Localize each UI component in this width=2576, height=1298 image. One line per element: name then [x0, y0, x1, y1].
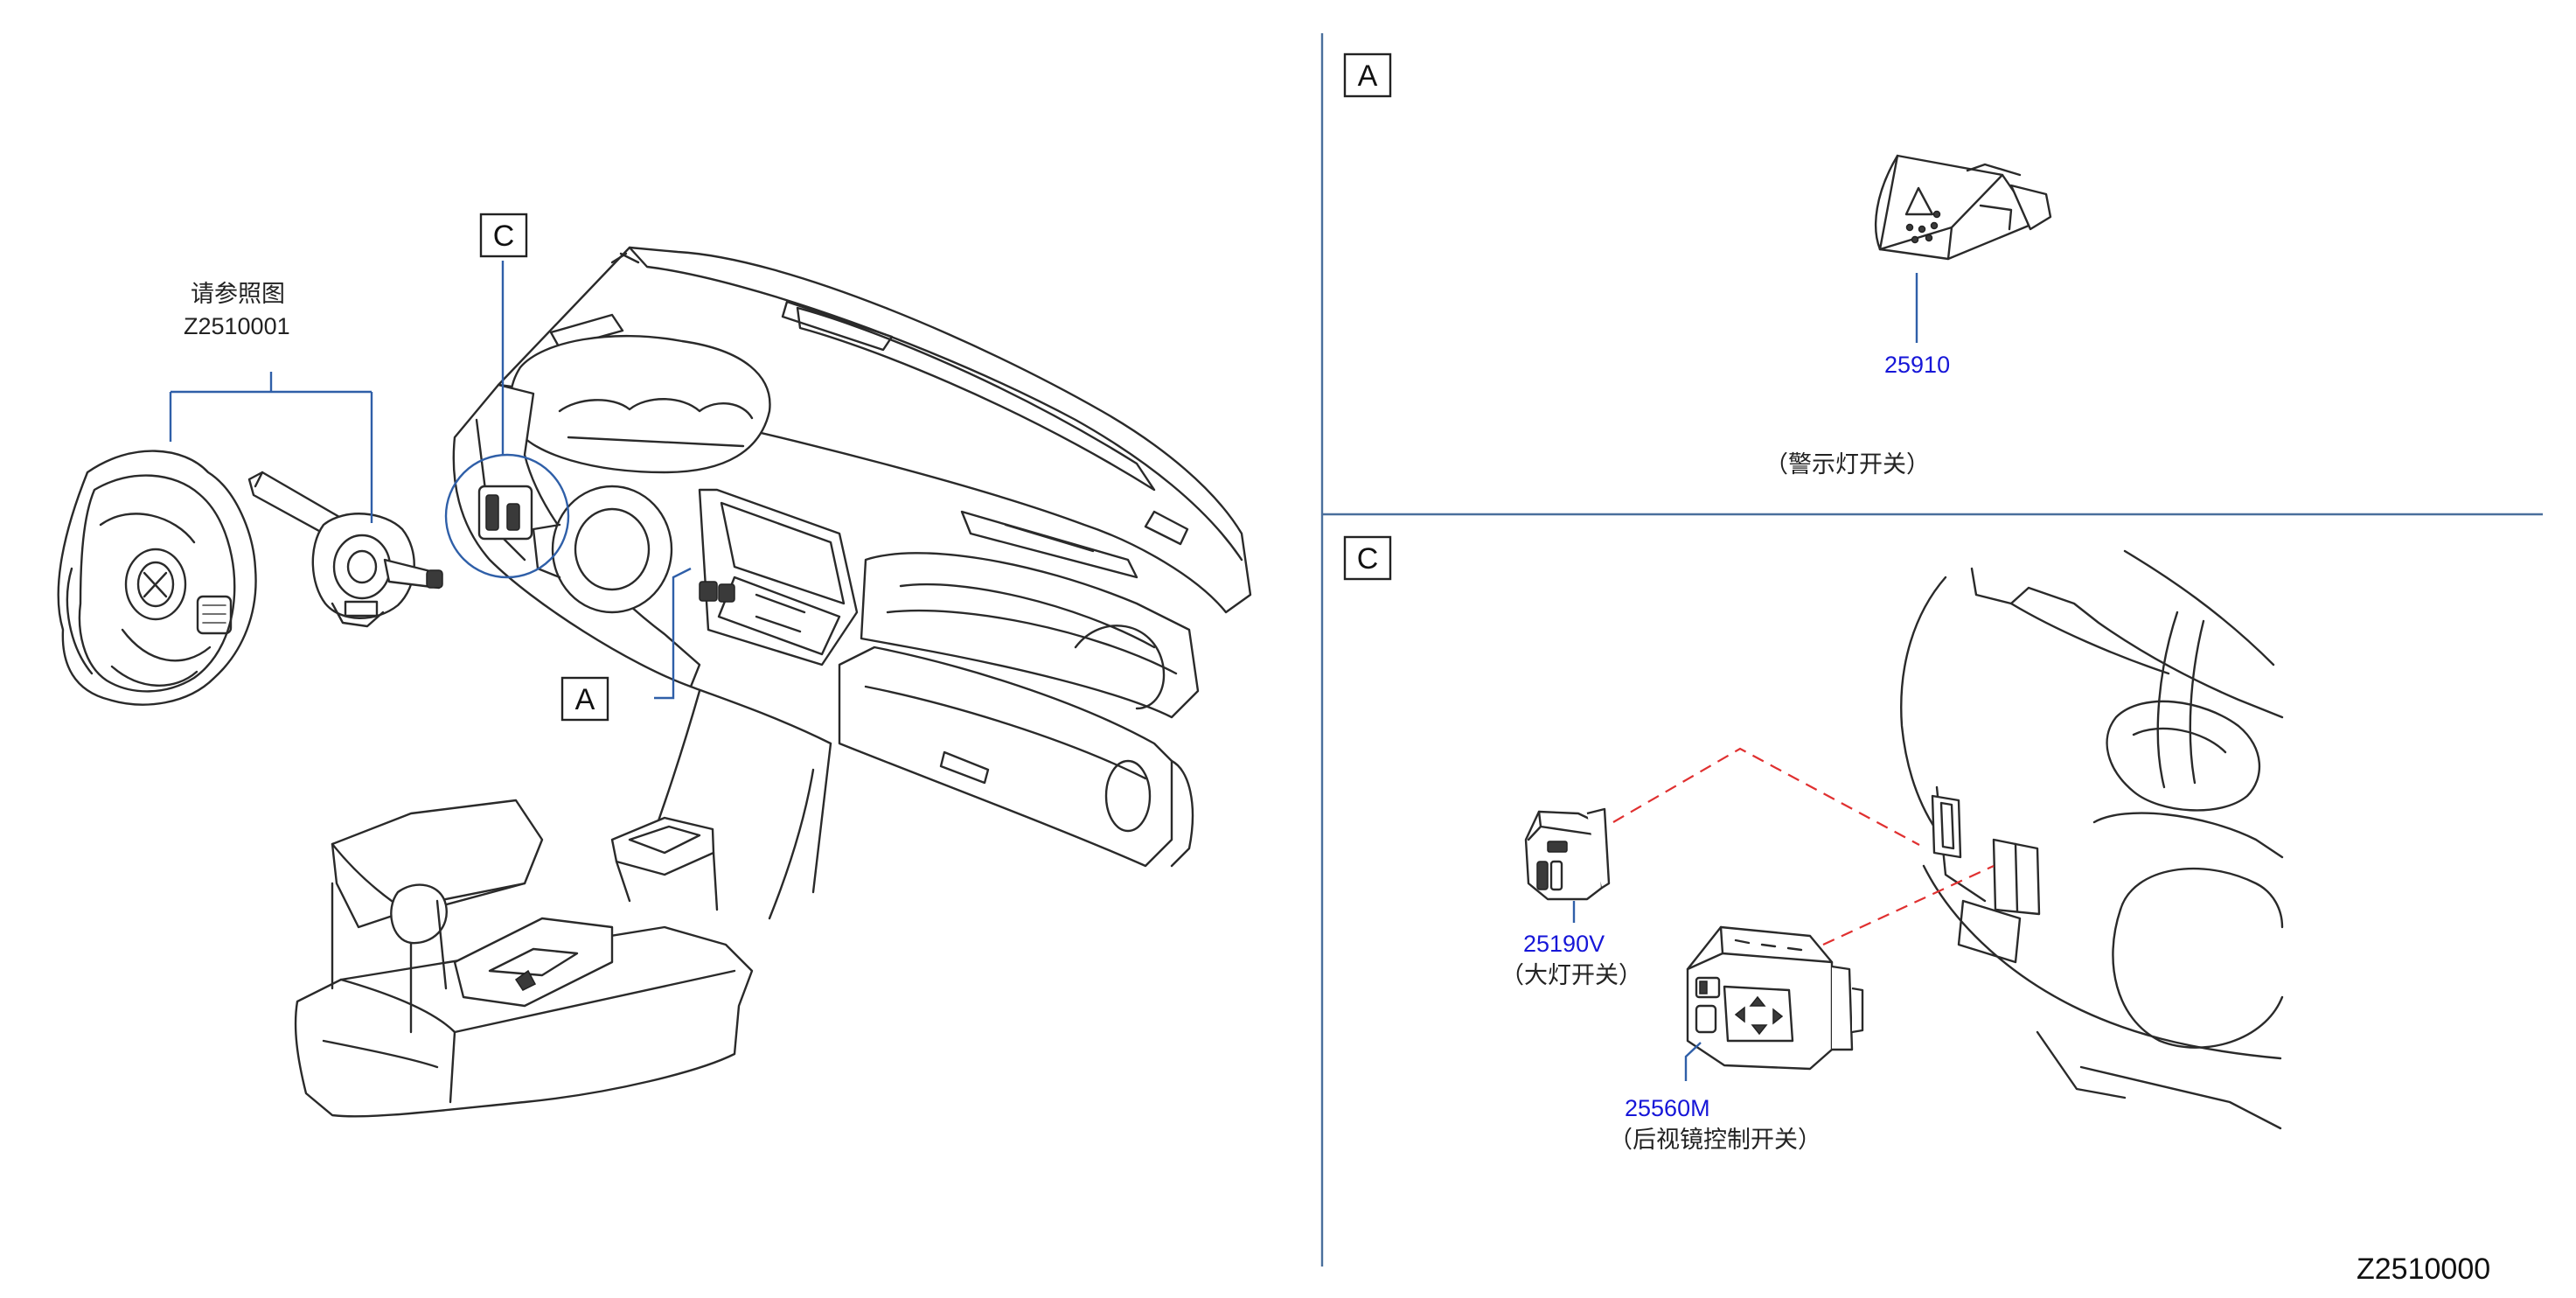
installation-guide-lines — [1612, 747, 1995, 946]
callout-c-panel: C — [1343, 535, 1392, 581]
reference-note-line2: Z2510001 — [184, 313, 290, 339]
center-console-illustration — [294, 689, 815, 1118]
part-number-25190v: 25190V — [1523, 931, 1605, 957]
panel-separators — [1320, 33, 2543, 1267]
callout-c-main: C — [479, 213, 528, 258]
main-view-leaders — [444, 261, 692, 700]
reference-bracket — [169, 372, 373, 523]
dashboard-closeup-illustration — [1900, 549, 2284, 1130]
callout-a-panel: A — [1343, 52, 1392, 98]
callout-c-panel-label: C — [1357, 542, 1379, 576]
part-name-hazard-switch: （警示灯开关） — [1765, 451, 1930, 478]
leader-25560m — [1684, 1042, 1702, 1081]
reference-note-line1: 请参照图 — [191, 281, 285, 308]
mirror-switch-illustration — [1686, 925, 1864, 1071]
steering-wheel-illustration — [57, 450, 257, 706]
callout-a-main: A — [560, 676, 609, 722]
part-number-25560m: 25560M — [1625, 1095, 1710, 1121]
part-name-mirror-control-switch: （后视镜控制开关） — [1609, 1127, 1821, 1154]
instrument-panel-illustration — [452, 246, 1252, 894]
combination-switch-illustration — [247, 471, 443, 628]
callout-c-main-label: C — [493, 220, 515, 253]
callout-a-main-label: A — [575, 683, 595, 716]
headlamp-switch-illustration — [1524, 807, 1611, 901]
part-name-headlamp-switch: （大灯开关） — [1500, 962, 1642, 989]
callout-a-panel-label: A — [1358, 59, 1378, 93]
part-number-25910: 25910 — [1884, 352, 1950, 378]
drawing-number: Z2510000 — [2357, 1253, 2490, 1286]
hazard-switch-illustration — [1875, 154, 2052, 261]
